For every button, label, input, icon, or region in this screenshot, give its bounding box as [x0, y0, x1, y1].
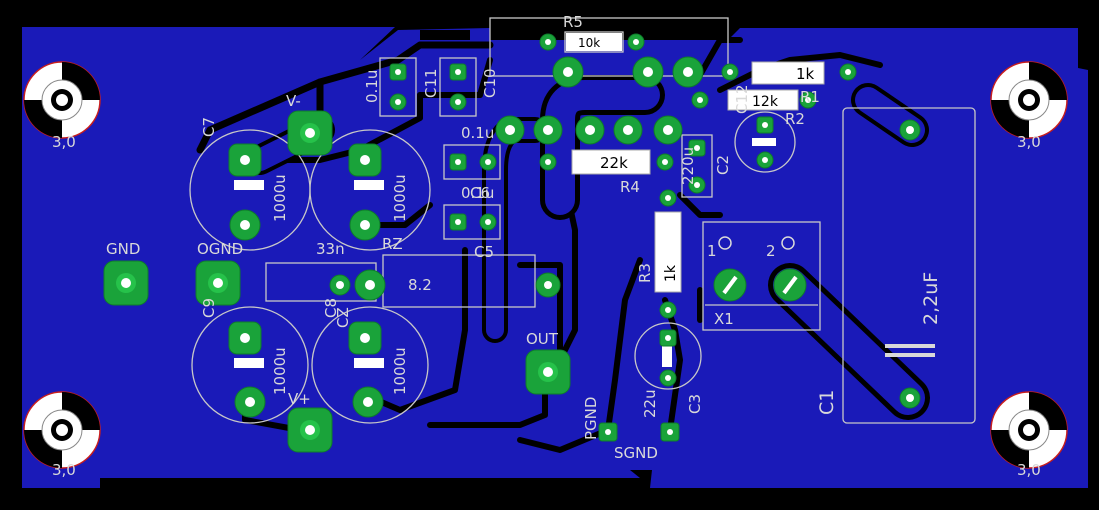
r5-name: R5: [563, 13, 583, 31]
c8-name: C8: [322, 298, 340, 318]
c-upper-value: 1000u: [391, 174, 409, 222]
c3-name: C3: [686, 394, 704, 414]
c6-name: C6: [470, 184, 490, 202]
mount-hole-label: 3,0: [52, 133, 76, 151]
mounting-holes: 3,0 3,0 3,0 3,0: [23, 61, 1068, 479]
mount-hole-bottom-right: [990, 391, 1068, 469]
c7-name: C7: [200, 117, 218, 137]
mount-hole-label: 3,0: [1017, 133, 1041, 151]
c2-value: 220u: [679, 147, 697, 185]
x1-pin2-label: 2: [766, 242, 776, 260]
c9-value: 1000u: [271, 347, 289, 395]
r2-value: 12k: [752, 94, 779, 110]
x1-label: X1: [714, 310, 734, 328]
r3-name: R3: [636, 263, 654, 283]
c10-name: C10: [481, 68, 499, 98]
r5-outline: [489, 17, 729, 77]
rz-value: 8.2: [408, 276, 432, 294]
c1-value: 2,2uF: [920, 272, 942, 325]
c9-name: C9: [200, 298, 218, 318]
c11-name: C11: [422, 68, 440, 98]
c3-value: 22u: [641, 389, 659, 418]
mount-hole-label: 3,0: [1017, 461, 1041, 479]
r4-value: 22k: [600, 154, 628, 172]
r1-name: R1: [800, 88, 820, 106]
ognd-label: OGND: [197, 240, 243, 258]
r2-name: R2: [785, 110, 805, 128]
mount-hole-bottom-left: [23, 391, 101, 469]
r3-value: 1k: [663, 264, 679, 282]
c2-name: C2: [714, 155, 732, 175]
cz-name: CZ: [334, 307, 352, 328]
v-minus-label: V-: [286, 92, 301, 110]
labels: GND OGND OUT SGND V- V+ X1 1 2 R5 10k 1k…: [106, 13, 942, 462]
gnd-label: GND: [106, 240, 140, 258]
c5-name: C5: [474, 243, 494, 261]
c4-value: 0.1u: [461, 184, 494, 202]
r4-name: R4: [620, 178, 640, 196]
c5-value: 0.1u: [461, 124, 494, 142]
mount-hole-top-right: [990, 61, 1068, 139]
c-lower-right-value: 1000u: [391, 347, 409, 395]
c8-value: 33n: [316, 240, 345, 258]
v-plus-label: V+: [288, 390, 311, 408]
x1-pin1-label: 1: [707, 242, 717, 260]
mount-hole-top-left: [23, 61, 101, 139]
mount-hole-label: 3,0: [52, 461, 76, 479]
out-label: OUT: [526, 330, 559, 348]
r1-value: 1k: [796, 65, 815, 83]
c10-value: 0.1u: [363, 70, 381, 103]
pgnd-label: PGND: [582, 397, 600, 440]
rz-name: RZ: [382, 235, 403, 253]
c7-value: 1000u: [271, 174, 289, 222]
silkscreen: [189, 17, 976, 424]
sgnd-label: SGND: [614, 444, 658, 462]
r5-value: 10k: [578, 36, 600, 50]
pads: [103, 33, 921, 453]
c1-name: C1: [816, 390, 838, 415]
c12-name: C12: [733, 84, 751, 114]
